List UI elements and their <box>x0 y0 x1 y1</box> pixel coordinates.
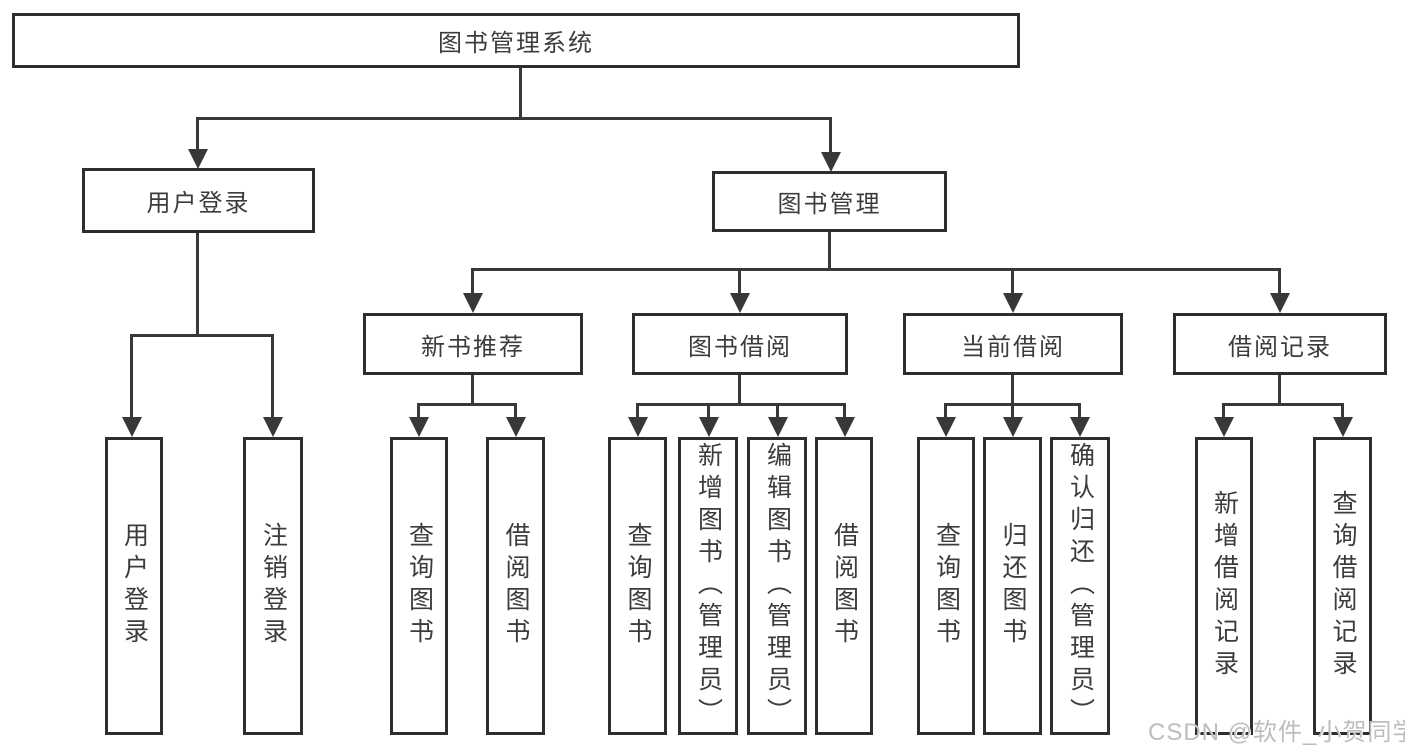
connector-line <box>471 268 474 296</box>
node-borrow-records: 借阅记录 <box>1173 313 1387 375</box>
node-label: 当前借阅 <box>961 333 1065 361</box>
node-label: 确认归还（管理员） <box>1066 442 1095 730</box>
leaf-bb-query-books: 查询图书 <box>608 437 667 735</box>
node-label: 借阅图书 <box>502 522 530 650</box>
arrow-down-icon <box>1333 417 1353 437</box>
arrow-down-icon <box>122 417 142 437</box>
connector-line <box>130 334 133 419</box>
arrow-down-icon <box>409 417 429 437</box>
node-label: 注销登录 <box>259 522 288 650</box>
leaf-cb-confirm-return-admin: 确认归还（管理员） <box>1050 437 1110 735</box>
connector-line <box>707 403 710 419</box>
node-root-system: 图书管理系统 <box>12 13 1020 68</box>
leaf-cb-return-books: 归还图书 <box>983 437 1042 735</box>
arrow-down-icon <box>936 417 956 437</box>
connector-line <box>738 375 741 406</box>
connector-line <box>417 403 420 419</box>
connector-line <box>196 117 832 120</box>
arrow-down-icon <box>835 417 855 437</box>
node-label: 查询图书 <box>624 522 652 650</box>
node-label: 新增图书（管理员） <box>694 442 723 730</box>
leaf-cb-query-books: 查询图书 <box>917 437 975 735</box>
connector-line <box>1278 375 1281 406</box>
node-label: 图书管理 <box>777 191 882 218</box>
arrow-down-icon <box>1270 293 1290 313</box>
arrow-down-icon <box>506 417 526 437</box>
connector-line <box>829 117 832 154</box>
arrow-down-icon <box>188 149 208 169</box>
connector-line <box>1278 268 1281 296</box>
node-book-management: 图书管理 <box>712 171 947 232</box>
connector-line <box>843 403 846 419</box>
node-user-login: 用户登录 <box>82 168 315 233</box>
arrow-down-icon <box>1003 293 1023 313</box>
connector-line <box>514 403 517 419</box>
connector-line <box>1341 403 1344 419</box>
connector-line <box>1011 375 1014 406</box>
node-label: 借阅记录 <box>1228 333 1332 361</box>
watermark: CSDN @软件_小贺同学 <box>1148 719 1405 746</box>
leaf-nb-query-books: 查询图书 <box>390 437 448 735</box>
node-current-borrow: 当前借阅 <box>903 313 1123 375</box>
arrow-down-icon <box>263 417 283 437</box>
arrow-down-icon <box>1214 417 1234 437</box>
node-new-book-recommend: 新书推荐 <box>363 313 583 375</box>
leaf-nb-borrow-books: 借阅图书 <box>486 437 545 735</box>
connector-line <box>828 232 831 270</box>
node-label: 新增借阅记录 <box>1210 490 1239 682</box>
connector-line <box>1222 403 1225 419</box>
leaf-bb-add-books-admin: 新增图书（管理员） <box>678 437 738 735</box>
arrow-down-icon <box>821 152 841 172</box>
connector-line <box>471 375 474 406</box>
node-label: 查询借阅记录 <box>1329 490 1357 682</box>
connector-line <box>776 403 779 419</box>
node-label: 图书管理系统 <box>438 30 594 57</box>
arrow-down-icon <box>768 417 788 437</box>
connector-line <box>1222 403 1343 406</box>
node-label: 编辑图书（管理员） <box>763 442 792 730</box>
connector-line <box>131 334 274 337</box>
connector-line <box>1078 403 1081 419</box>
node-label: 用户登录 <box>120 522 149 650</box>
connector-line <box>519 68 522 119</box>
node-label: 查询图书 <box>405 522 434 650</box>
leaf-logout: 注销登录 <box>243 437 303 735</box>
arrow-down-icon <box>730 293 750 313</box>
connector-line <box>636 403 639 419</box>
arrow-down-icon <box>1003 417 1023 437</box>
arrow-down-icon <box>1070 417 1090 437</box>
node-label: 用户登录 <box>146 190 251 217</box>
arrow-down-icon <box>699 417 719 437</box>
node-label: 图书借阅 <box>688 333 792 361</box>
leaf-bb-edit-books-admin: 编辑图书（管理员） <box>747 437 807 735</box>
node-label: 查询图书 <box>932 522 961 650</box>
leaf-bb-borrow-books: 借阅图书 <box>815 437 873 735</box>
connector-line <box>471 268 1281 271</box>
node-book-borrow: 图书借阅 <box>632 313 848 375</box>
node-label: 归还图书 <box>999 522 1027 650</box>
node-label: 借阅图书 <box>830 522 859 650</box>
leaf-user-login: 用户登录 <box>105 437 163 735</box>
connector-line <box>738 268 741 296</box>
arrow-down-icon <box>628 417 648 437</box>
connector-line <box>1011 268 1014 296</box>
connector-line <box>196 233 199 337</box>
leaf-br-add-record: 新增借阅记录 <box>1195 437 1253 735</box>
connector-line <box>196 117 199 152</box>
connector-line <box>417 403 517 406</box>
node-label: 新书推荐 <box>421 333 525 361</box>
connector-line <box>944 403 947 419</box>
connector-line <box>636 403 845 406</box>
arrow-down-icon <box>463 293 483 313</box>
leaf-br-query-record: 查询借阅记录 <box>1313 437 1372 735</box>
connector-line <box>271 334 274 419</box>
connector-line <box>1011 403 1014 419</box>
